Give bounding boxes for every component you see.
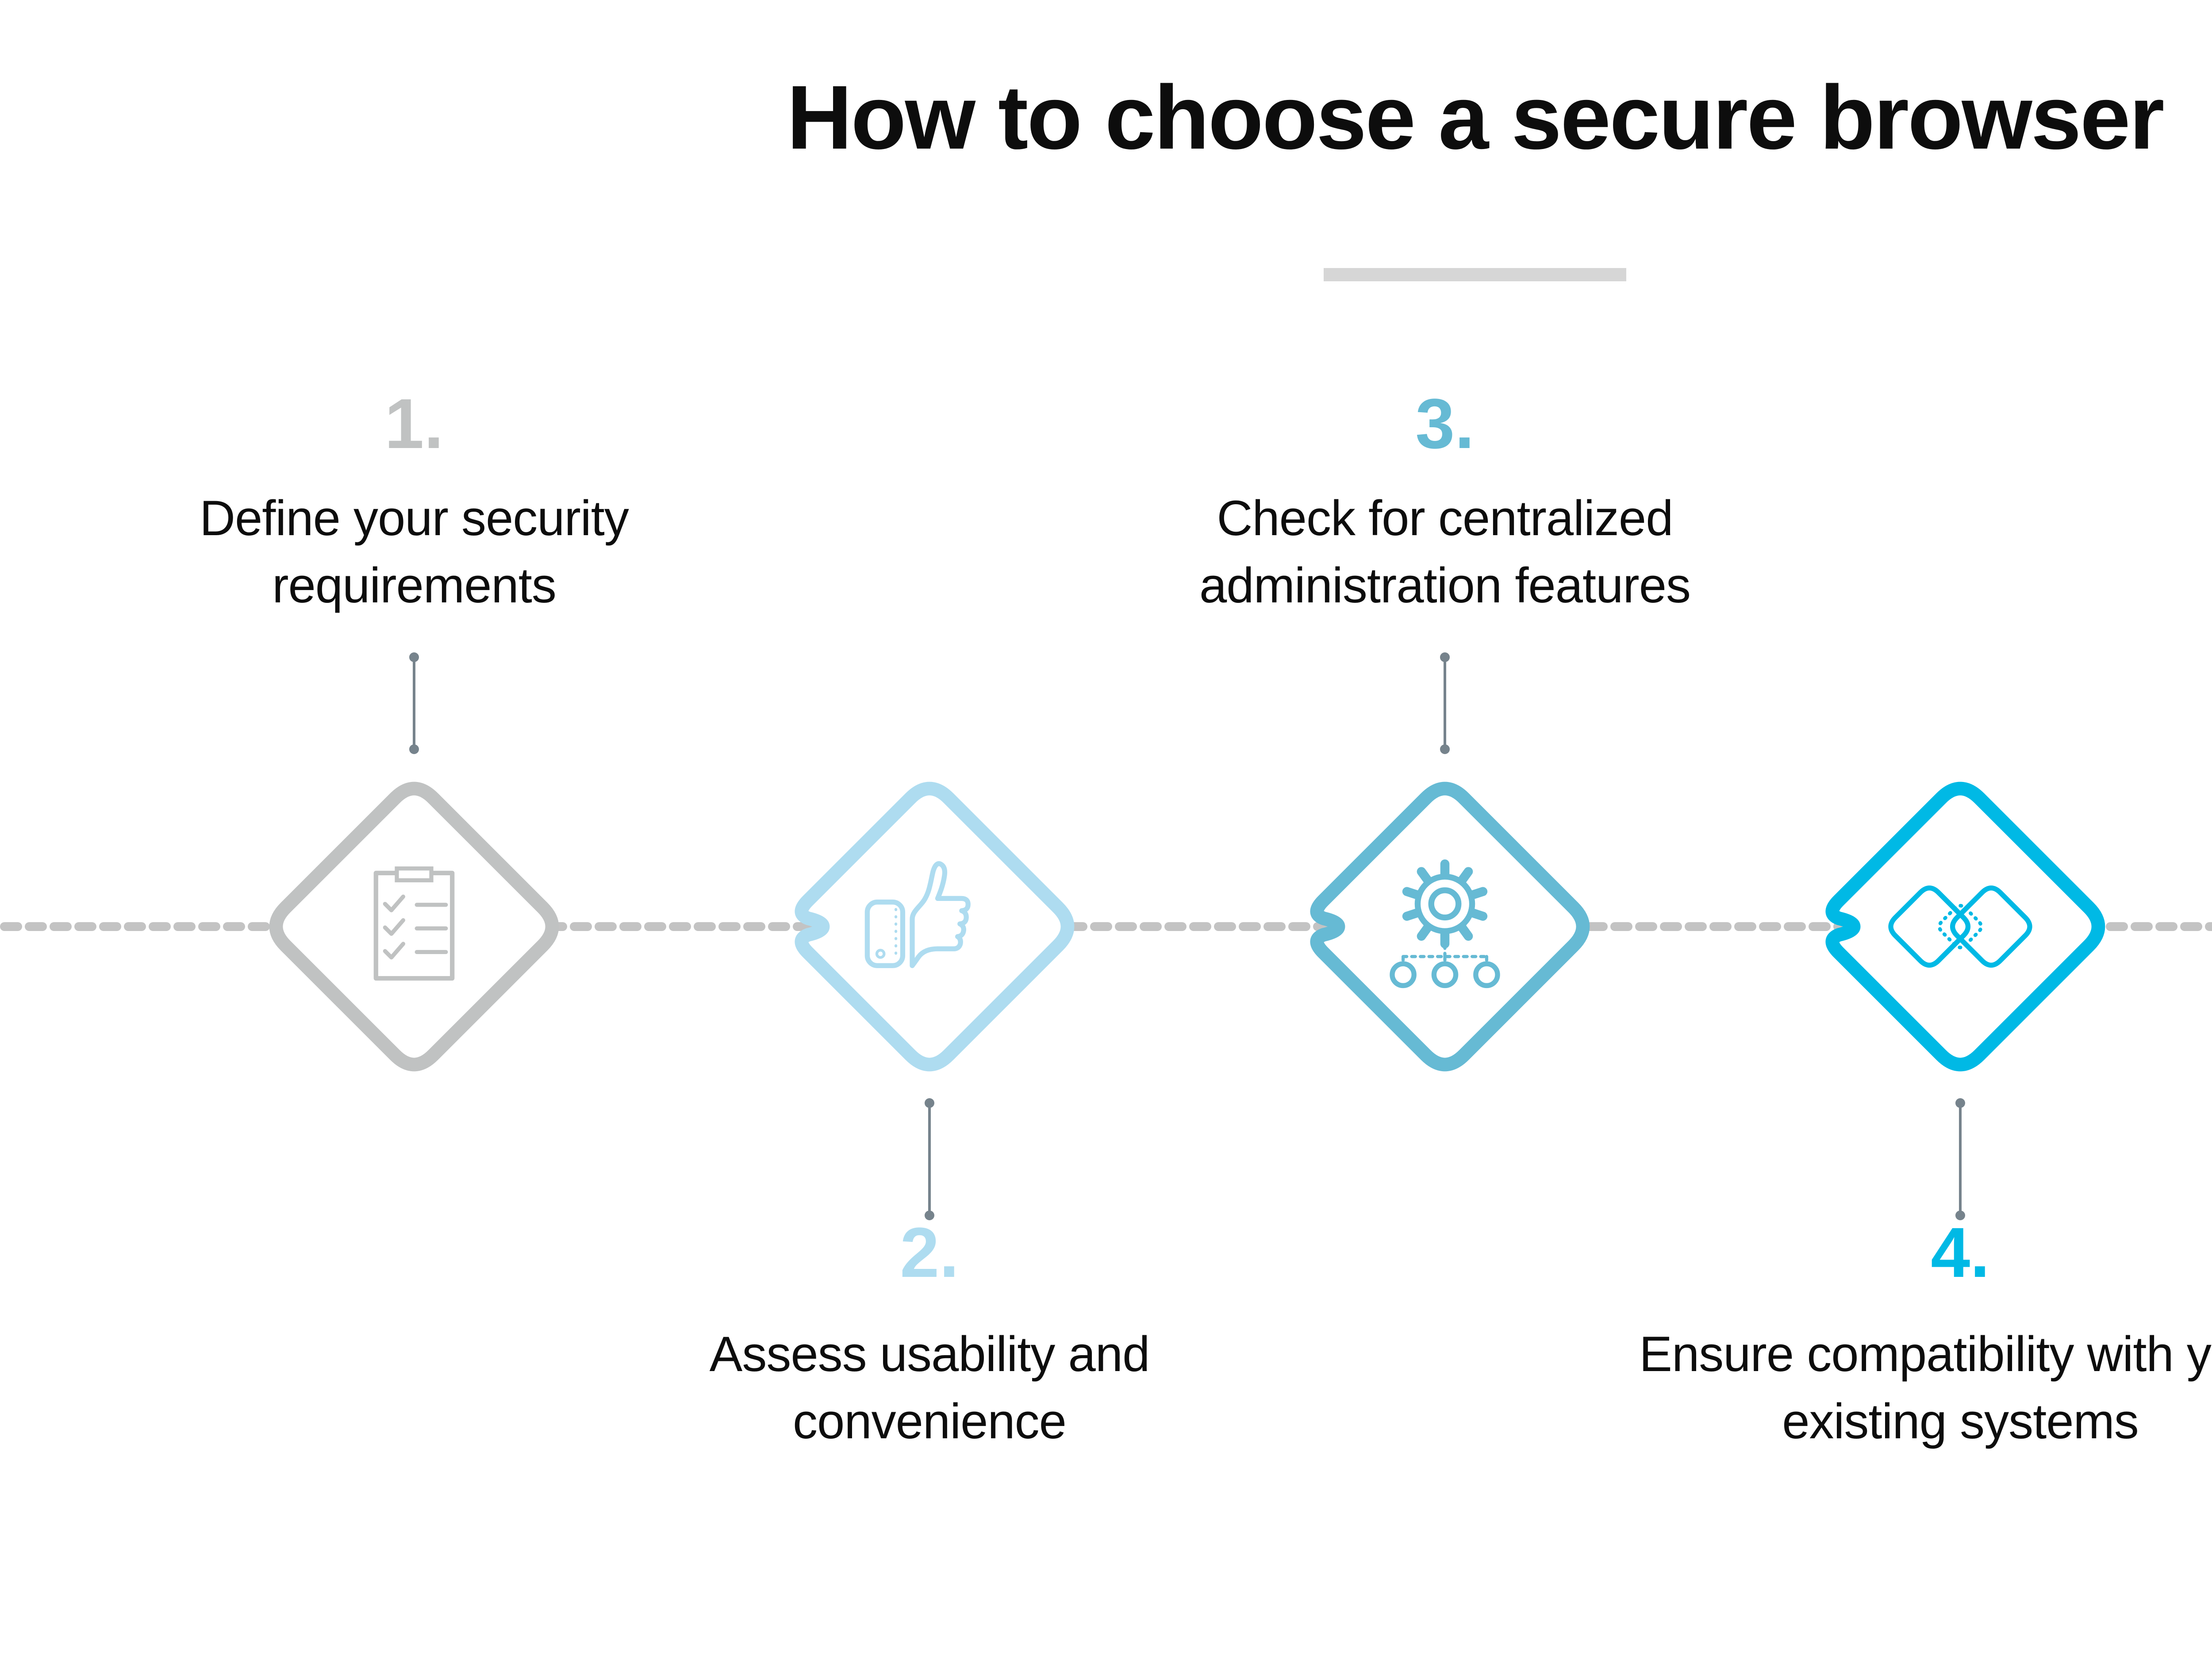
step-4-label: Ensure compatibility with your existing …: [1518, 1321, 2212, 1455]
thumbs-up-icon: [864, 861, 971, 968]
step-3-label-line1: Check for centralized: [1217, 490, 1673, 546]
node-center: [1431, 961, 1459, 989]
step-4-number: 4.: [1931, 1213, 1990, 1292]
check-1: [383, 894, 405, 912]
gear-hub: [1428, 887, 1462, 921]
step-5-label: Consider the vendor's support and expert…: [2033, 485, 2212, 619]
step-2-label-line1: Assess usability and: [709, 1326, 1150, 1382]
page-title: How to choose a secure browser: [787, 67, 2164, 168]
square-right: [1950, 885, 2032, 968]
step-1-diamond: [269, 782, 559, 1072]
step-2-number: 2.: [900, 1213, 959, 1292]
step-4-diamond: [1825, 782, 2105, 1072]
check-2: [383, 918, 405, 936]
step-1-connector: [409, 652, 419, 754]
step-1-label: Define your security requirements: [0, 485, 856, 619]
step-1-label-line1: Define your security: [200, 490, 629, 546]
overlapping-squares-icon: [1888, 885, 2032, 968]
step-4-label-line2: existing systems: [1782, 1394, 2139, 1449]
step-3-number: 3.: [1415, 384, 1475, 463]
step-2-connector: [925, 1098, 934, 1220]
step-1-label-line2: requirements: [272, 558, 557, 613]
gear-teeth: [1402, 859, 1488, 949]
step-5-label-line2: support and expertise: [2033, 552, 2212, 619]
step-5-label-line1: Consider the vendor's: [2033, 485, 2212, 552]
hierarchy-dashed-lines: [1401, 943, 1489, 965]
diamond-outline: [269, 782, 559, 1072]
step-3-connector: [1440, 652, 1450, 754]
step-2-label: Assess usability and convenience: [487, 1321, 1372, 1455]
title-underline: [1324, 268, 1626, 281]
step-3-label-line2: administration features: [1199, 558, 1691, 613]
cuff: [864, 899, 906, 968]
intersection-dotted: [1937, 904, 1983, 950]
step-3-label: Check for centralized administration fea…: [1002, 485, 1887, 619]
connector-bottom-dot: [925, 1211, 934, 1220]
hand-outline: [910, 861, 971, 968]
check-3: [383, 942, 405, 960]
connector-bottom-dot: [1440, 744, 1450, 754]
cuff-button: [875, 949, 886, 959]
clipboard-clip: [395, 866, 434, 882]
gear-body: [1414, 874, 1475, 934]
square-left: [1888, 885, 1971, 968]
step-1-number: 1.: [384, 384, 444, 463]
node-right: [1473, 961, 1500, 989]
diamond-outline-notched: [795, 782, 1075, 1072]
connector-bottom-dot: [1955, 1211, 1965, 1220]
step-2-diamond: [795, 782, 1075, 1072]
node-left: [1390, 961, 1417, 989]
connector-bottom-dot: [409, 744, 419, 754]
step-4-label-line1: Ensure compatibility with your: [1639, 1326, 2212, 1382]
diamond-outline-notched: [1310, 782, 1590, 1072]
step-3-diamond: [1310, 782, 1590, 1072]
gear-hierarchy-icon: [1390, 859, 1500, 989]
step-2-label-line2: convenience: [793, 1394, 1067, 1449]
diamond-outline-notched: [1825, 782, 2105, 1072]
step-4-connector: [1955, 1098, 1965, 1220]
checklist-clipboard-icon: [373, 866, 455, 981]
